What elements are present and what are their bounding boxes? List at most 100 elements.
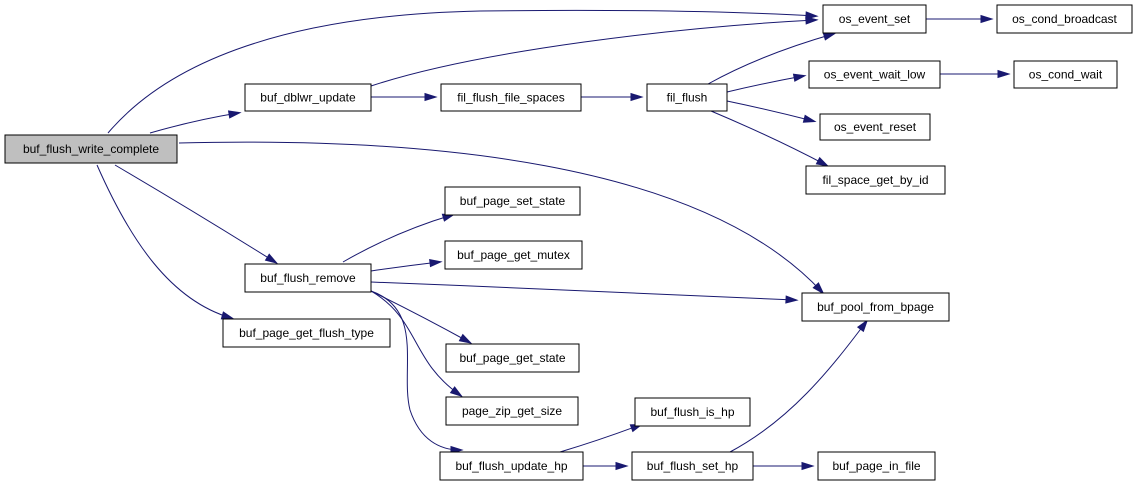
edge-buf_dblwr_update-to-fil_flush_file_spaces <box>371 92 438 102</box>
node-buf_page_get_state[interactable]: buf_page_get_state <box>445 343 580 373</box>
edge-arrowhead <box>630 92 644 102</box>
node-fil_flush[interactable]: fil_flush <box>646 83 728 112</box>
node-page_zip_get_size[interactable]: page_zip_get_size <box>445 396 579 426</box>
node-box <box>819 113 931 141</box>
node-fil_flush_file_spaces[interactable]: fil_flush_file_spaces <box>440 83 582 112</box>
node-buf_page_in_file[interactable]: buf_page_in_file <box>817 451 936 481</box>
edge-line <box>370 290 461 396</box>
edge-arrowhead <box>220 311 235 320</box>
node-label: os_cond_broadcast <box>1012 12 1117 26</box>
node-label: fil_flush <box>667 91 708 105</box>
node-label: buf_flush_update_hp <box>455 459 567 473</box>
node-buf_dblwr_update[interactable]: buf_dblwr_update <box>244 83 372 112</box>
edge-buf_flush_write_complete-to-buf_pool_from_bpage <box>178 141 825 295</box>
edge-buf_flush_update_hp-to-buf_flush_set_hp <box>583 461 629 471</box>
node-label: os_cond_wait <box>1029 68 1103 82</box>
edge-line <box>114 164 276 263</box>
edge-os_event_set-to-os_cond_broadcast <box>926 14 994 24</box>
edge-line <box>710 110 827 166</box>
node-os_event_set[interactable]: os_event_set <box>822 4 927 34</box>
edge-buf_flush_write_complete-to-buf_flush_remove <box>114 164 279 264</box>
node-os_event_wait_low[interactable]: os_event_wait_low <box>808 60 941 89</box>
edge-line <box>707 33 834 85</box>
edge-line <box>149 112 239 134</box>
node-buf_pool_from_bpage[interactable]: buf_pool_from_bpage <box>801 292 950 322</box>
node-box <box>444 186 581 216</box>
edge-line <box>559 424 641 453</box>
edge-line <box>726 100 814 122</box>
edge-buf_flush_set_hp-to-buf_pool_from_bpage <box>729 319 869 453</box>
edge-buf_flush_remove-to-buf_page_set_state <box>342 213 456 263</box>
node-label: os_event_set <box>839 12 911 26</box>
node-buf_flush_update_hp[interactable]: buf_flush_update_hp <box>439 451 584 481</box>
node-label: buf_page_in_file <box>832 459 920 473</box>
node-label: buf_page_get_flush_type <box>239 326 374 340</box>
edge-arrowhead <box>997 69 1011 79</box>
node-box <box>445 396 579 426</box>
node-label: fil_space_get_by_id <box>822 173 928 187</box>
node-label: page_zip_get_size <box>462 404 562 418</box>
edge-arrowhead <box>815 156 830 167</box>
node-box <box>4 134 178 164</box>
nodes-layer: buf_flush_write_complete buf_dblwr_update… <box>4 4 1133 481</box>
node-box <box>822 4 927 34</box>
edge-arrowhead <box>785 295 799 304</box>
edge-arrowhead <box>792 73 807 82</box>
edge-line <box>107 9 816 134</box>
edge-buf_flush_remove-to-page_zip_get_size <box>370 290 463 398</box>
edge-line <box>178 141 823 293</box>
node-os_cond_wait[interactable]: os_cond_wait <box>1013 60 1118 89</box>
node-box <box>244 83 372 112</box>
edge-arrowhead <box>856 319 869 333</box>
node-label: buf_pool_from_bpage <box>817 300 934 314</box>
node-os_cond_broadcast[interactable]: os_cond_broadcast <box>996 4 1133 34</box>
edge-line <box>96 164 232 319</box>
node-buf_page_get_flush_type[interactable]: buf_page_get_flush_type <box>222 318 391 348</box>
edge-arrowhead <box>449 386 463 398</box>
edge-buf_flush_remove-to-buf_page_get_mutex <box>370 258 443 272</box>
node-box <box>634 397 751 427</box>
node-buf_flush_remove[interactable]: buf_flush_remove <box>244 263 372 293</box>
node-box <box>222 318 391 348</box>
edge-line <box>370 261 440 272</box>
node-label: buf_flush_is_hp <box>650 405 734 419</box>
edge-line <box>370 19 816 87</box>
node-buf_flush_write_complete[interactable]: buf_flush_write_complete <box>4 134 178 164</box>
edge-os_event_wait_low-to-os_cond_wait <box>940 69 1011 79</box>
node-label: buf_dblwr_update <box>260 91 356 105</box>
edges-layer <box>96 9 1011 471</box>
edge-arrowhead <box>264 253 279 264</box>
edge-arrowhead <box>802 114 817 123</box>
node-fil_space_get_by_id[interactable]: fil_space_get_by_id <box>805 165 946 195</box>
edge-arrowhead <box>805 16 819 25</box>
edge-fil_flush_file_spaces-to-fil_flush <box>581 92 644 102</box>
node-label: fil_flush_file_spaces <box>457 91 564 105</box>
edge-line <box>726 75 804 93</box>
node-buf_page_get_mutex[interactable]: buf_page_get_mutex <box>444 240 583 270</box>
edge-fil_flush-to-os_event_reset <box>726 100 817 123</box>
node-box <box>801 292 950 322</box>
node-label: os_event_wait_low <box>824 68 926 82</box>
edge-arrowhead <box>980 14 994 24</box>
edge-arrowhead <box>429 258 443 268</box>
node-label: os_event_reset <box>834 120 917 134</box>
edge-fil_flush-to-os_event_wait_low <box>726 73 807 93</box>
node-box <box>445 343 580 373</box>
node-buf_page_set_state[interactable]: buf_page_set_state <box>444 186 581 216</box>
edge-line <box>370 290 461 451</box>
edge-buf_flush_write_complete-to-buf_page_get_flush_type <box>96 164 235 320</box>
node-os_event_reset[interactable]: os_event_reset <box>819 113 931 141</box>
node-box <box>439 451 584 481</box>
edge-buf_dblwr_update-to-os_event_set <box>370 16 819 87</box>
edge-buf_flush_write_complete-to-os_event_set <box>107 9 819 134</box>
node-box <box>631 451 754 481</box>
node-box <box>817 451 936 481</box>
node-box <box>646 83 728 112</box>
node-buf_flush_set_hp[interactable]: buf_flush_set_hp <box>631 451 754 481</box>
node-buf_flush_is_hp[interactable]: buf_flush_is_hp <box>634 397 751 427</box>
node-box <box>996 4 1133 34</box>
node-box <box>1013 60 1118 89</box>
node-box <box>440 83 582 112</box>
edge-buf_flush_remove-to-buf_pool_from_bpage <box>370 281 799 304</box>
